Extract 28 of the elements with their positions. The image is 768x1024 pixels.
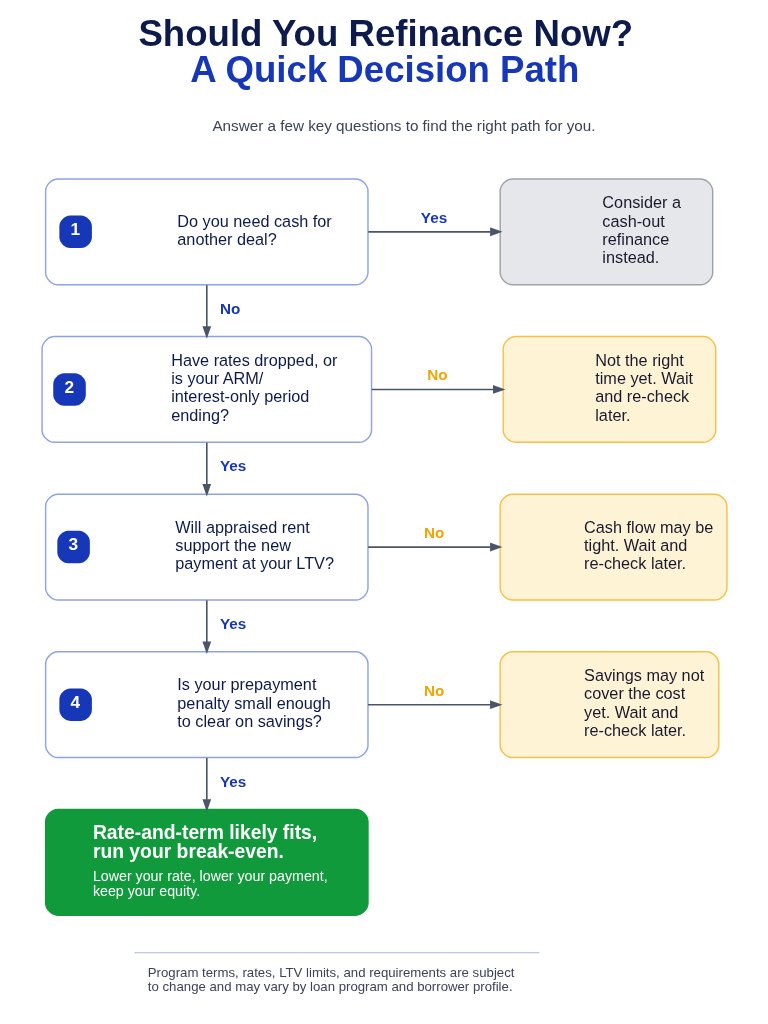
node-box: 2 Have rates dropped, or is your ARM/ interest-only period ending? xyxy=(40,335,372,443)
node-box: 1 Do you need cash for another deal? xyxy=(44,177,369,285)
edge-label: Yes xyxy=(420,208,447,226)
label: Answer a few key questions to find the right path for you. xyxy=(211,116,596,134)
arrow xyxy=(366,699,502,709)
arrow xyxy=(201,756,211,812)
arrow xyxy=(201,441,211,496)
diagram-title: Should You Refinance Now? A Quick Decision Path xyxy=(137,12,633,90)
node-box: Not the right time yet. Wait and re-check later. xyxy=(502,335,716,443)
arrow xyxy=(366,542,502,551)
edge-label: Yes xyxy=(219,614,246,632)
arrow xyxy=(366,227,503,236)
node-box: Consider a cash-out refinance instead. xyxy=(498,177,713,285)
edge-label: Yes xyxy=(219,772,246,790)
arrow xyxy=(370,384,505,394)
node-box: Savings may not cover the cost yet. Wait and re-check later. xyxy=(498,650,719,758)
node-box: Cash flow may be tight. Wait and re-check later. xyxy=(498,493,728,601)
label: Program terms, rates, LTV limits, and requirements are subject to change and may vary by loan program and borrower profile. xyxy=(147,964,514,994)
edge-label: No xyxy=(426,365,448,383)
arrow xyxy=(201,599,211,654)
edge-label: No xyxy=(219,299,240,317)
arrow xyxy=(201,283,211,339)
edge-label: No xyxy=(423,681,444,699)
node-box: 4 Is your prepayment penalty small enough to clear on savings? xyxy=(44,650,369,758)
edge-label: Yes xyxy=(219,456,246,474)
edge-label: No xyxy=(423,523,444,541)
node-box: Rate-and-term likely fits, run your break-even. Lower your rate, lower your payment, keep your equity. xyxy=(44,808,369,916)
node-box: 3 Will appraised rent support the new payment at your LTV? xyxy=(44,493,369,601)
